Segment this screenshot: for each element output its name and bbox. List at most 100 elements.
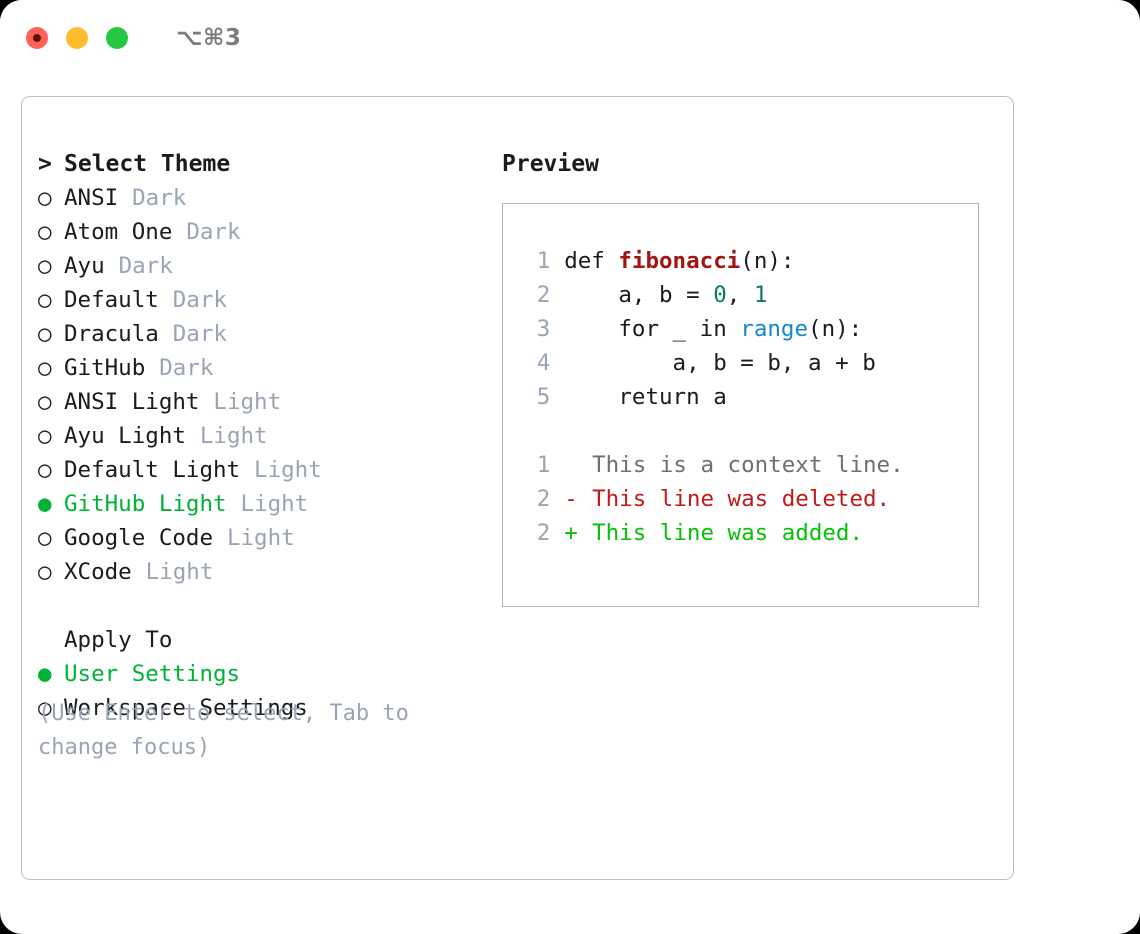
theme-item-variant-tag: Light	[240, 491, 309, 517]
code-token: range	[740, 316, 809, 342]
preview-heading: Preview	[502, 151, 599, 177]
theme-item-label: GitHub	[64, 355, 146, 381]
theme-item-github-light[interactable]: ● GitHub Light Light	[38, 487, 488, 521]
code-line-number: 2	[536, 282, 551, 308]
title-bar: ⌥⌘3	[0, 0, 1140, 76]
theme-item-variant-tag: Light	[213, 389, 282, 415]
theme-item-variant-tag: Light	[226, 525, 295, 551]
diff-line-number: 2	[536, 520, 551, 546]
diff-sign: -	[564, 486, 578, 512]
theme-item-label: XCode	[64, 559, 132, 585]
close-button[interactable]	[26, 27, 48, 49]
code-line-number: 3	[536, 316, 551, 342]
diff-text: This line was deleted.	[592, 486, 891, 512]
radio-unselected-icon: ○	[38, 695, 52, 721]
apply-to-item-workspace-settings[interactable]: ○ Workspace Settings	[38, 691, 488, 725]
code-token: (n):	[740, 248, 795, 274]
code-line: 5 return a	[521, 380, 904, 414]
theme-item-dracula[interactable]: ○ Dracula Dark	[38, 317, 488, 351]
radio-unselected-icon: ○	[38, 525, 52, 551]
code-token: ,	[726, 282, 754, 308]
code-line: 3 for _ in range(n):	[521, 312, 904, 346]
code-line-number: 5	[536, 384, 551, 410]
theme-item-variant-tag: Dark	[159, 355, 214, 381]
list-spacer	[38, 589, 488, 623]
theme-item-variant-tag: Light	[254, 457, 322, 483]
theme-item-label: Atom One	[64, 219, 173, 245]
radio-unselected-icon: ○	[38, 185, 52, 211]
diff-line: 2-This line was deleted.	[521, 482, 904, 516]
minimize-button[interactable]	[66, 27, 88, 49]
maximize-button[interactable]	[106, 27, 128, 49]
theme-item-xcode[interactable]: ○ XCode Light	[38, 555, 488, 589]
radio-unselected-icon: ○	[38, 457, 52, 483]
theme-item-variant-tag: Light	[199, 423, 268, 449]
diff-sign: +	[564, 520, 578, 546]
diff-sign	[564, 448, 592, 482]
radio-unselected-icon: ○	[38, 423, 52, 449]
radio-unselected-icon: ○	[38, 559, 52, 585]
apply-to-item-label: Workspace Settings	[64, 695, 308, 721]
theme-item-default[interactable]: ○ Default Dark	[38, 283, 488, 317]
theme-item-label: Ayu	[64, 253, 105, 279]
radio-selected-icon: ●	[38, 661, 52, 687]
apply-to-item-label: User Settings	[64, 661, 241, 687]
theme-item-label: ANSI Light	[64, 389, 200, 415]
code-token: a, b =	[564, 282, 714, 308]
code-token: return a	[564, 384, 727, 410]
apply-to-list[interactable]: ● User Settings ○ Workspace Settings	[38, 657, 488, 725]
radio-unselected-icon: ○	[38, 287, 52, 313]
theme-item-atom-one[interactable]: ○ Atom One Dark	[38, 215, 488, 249]
apply-to-heading: Apply To	[64, 627, 173, 653]
theme-item-variant-tag: Dark	[172, 321, 227, 347]
radio-unselected-icon: ○	[38, 355, 52, 381]
theme-item-label: Dracula	[64, 321, 159, 347]
theme-item-ansi-light[interactable]: ○ ANSI Light Light	[38, 385, 488, 419]
theme-item-label: GitHub Light	[64, 491, 227, 517]
code-token: (n):	[808, 316, 863, 342]
theme-item-variant-tag: Dark	[132, 185, 187, 211]
code-token: 0	[713, 282, 727, 308]
keyboard-shortcut-label: ⌥⌘3	[176, 25, 242, 51]
radio-unselected-icon: ○	[38, 321, 52, 347]
theme-item-google-code[interactable]: ○ Google Code Light	[38, 521, 488, 555]
code-token: def	[564, 248, 619, 274]
theme-item-variant-tag: Dark	[172, 287, 227, 313]
code-diff-separator	[521, 414, 904, 448]
apply-to-item-user-settings[interactable]: ● User Settings	[38, 657, 488, 691]
code-line-number: 1	[536, 248, 551, 274]
select-theme-heading: > Select Theme	[38, 147, 488, 181]
theme-item-ansi[interactable]: ○ ANSI Dark	[38, 181, 488, 215]
theme-item-github[interactable]: ○ GitHub Dark	[38, 351, 488, 385]
code-line-number: 4	[536, 350, 551, 376]
theme-item-label: ANSI	[64, 185, 119, 211]
radio-unselected-icon: ○	[38, 219, 52, 245]
diff-line-number: 1	[536, 452, 551, 478]
diff-line: 2+This line was added.	[521, 516, 904, 550]
code-token: 1	[753, 282, 768, 308]
theme-item-label: Default	[64, 287, 159, 313]
radio-selected-icon: ●	[38, 491, 52, 517]
theme-item-variant-tag: Dark	[118, 253, 173, 279]
diff-line: 1 This is a context line.	[521, 448, 904, 482]
theme-item-label: Ayu Light	[64, 423, 186, 449]
theme-item-variant-tag: Dark	[186, 219, 241, 245]
theme-item-label: Google Code	[64, 525, 214, 551]
theme-item-ayu-light[interactable]: ○ Ayu Light Light	[38, 419, 488, 453]
keyboard-hint-text: (Use Enter to select, Tab to change focu…	[38, 701, 409, 760]
theme-item-variant-tag: Light	[145, 559, 214, 585]
code-line: 4 a, b = b, a + b	[521, 346, 904, 380]
diff-line-number: 2	[536, 486, 551, 512]
code-line: 2 a, b = 0, 1	[521, 278, 904, 312]
radio-unselected-icon: ○	[38, 389, 52, 415]
caret-icon: >	[38, 151, 52, 177]
diff-text: This is a context line.	[592, 452, 904, 478]
